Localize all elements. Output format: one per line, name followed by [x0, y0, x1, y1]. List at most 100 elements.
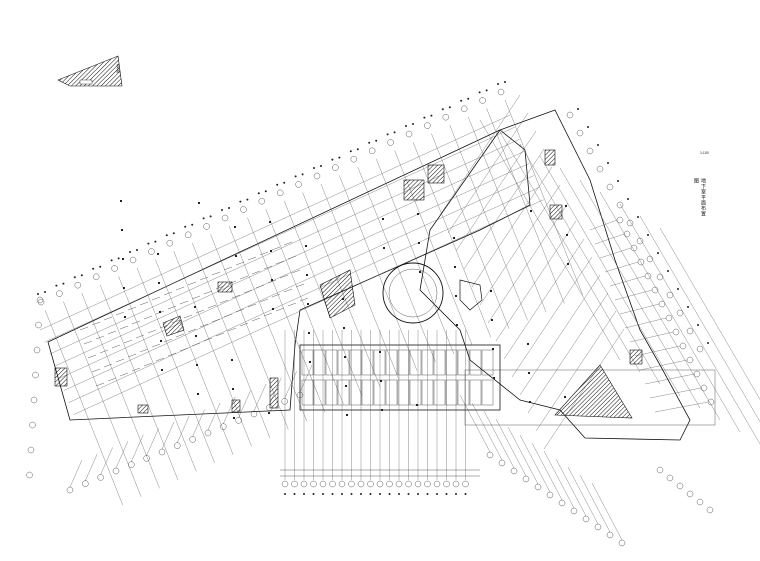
- grid-line: [146, 428, 159, 456]
- grid-line: [85, 453, 98, 481]
- parking-mark: [243, 289, 253, 294]
- parking-mark: [155, 357, 165, 362]
- parking-mark: [223, 313, 233, 318]
- grid-line: [49, 139, 520, 355]
- grid-line: [431, 133, 510, 329]
- grid-line: [118, 276, 197, 472]
- grid-line: [579, 179, 721, 421]
- column: [564, 396, 566, 398]
- grid-tick: [55, 284, 58, 287]
- column: [346, 414, 348, 416]
- grid-tick: [221, 209, 223, 211]
- room: [409, 379, 422, 406]
- room: [469, 379, 482, 406]
- grid-bubble: [296, 391, 304, 399]
- grid-bubble: [442, 113, 449, 121]
- grid-bubble: [676, 482, 684, 490]
- grid-bubble: [566, 111, 574, 119]
- grid-tick: [301, 173, 304, 176]
- grid-bubble: [166, 239, 174, 247]
- grid-line: [495, 418, 527, 477]
- grid-tick: [284, 493, 286, 495]
- grid-tick: [360, 493, 362, 495]
- grid-tick: [191, 223, 194, 226]
- grid-bubble: [586, 147, 594, 155]
- grid-tick: [607, 162, 609, 164]
- grid-line: [639, 359, 688, 371]
- grid-tick: [276, 183, 279, 186]
- parking-mark: [163, 291, 173, 296]
- grid-tick: [587, 126, 589, 128]
- grid-tick: [312, 493, 315, 495]
- grid-line: [555, 458, 587, 517]
- grid-bubble: [35, 321, 42, 329]
- core-hatch: [319, 269, 356, 319]
- key-plan-icon: [57, 55, 123, 87]
- grid-line: [479, 119, 621, 361]
- column: [380, 380, 382, 382]
- grid-tick: [647, 234, 649, 236]
- stair-core: [403, 179, 425, 201]
- room: [337, 379, 350, 406]
- parking-mark: [159, 324, 169, 329]
- parking-mark: [131, 320, 141, 325]
- room: [397, 349, 410, 376]
- grid-bubble: [221, 214, 229, 222]
- grid-bubble: [696, 345, 704, 353]
- grid-bubble: [332, 164, 339, 171]
- grid-bubble: [405, 130, 413, 138]
- parking-mark: [211, 318, 221, 323]
- parking-mark: [127, 353, 137, 358]
- grid-line: [539, 155, 681, 397]
- parking-mark: [123, 339, 133, 344]
- grid-bubble: [666, 291, 674, 299]
- column: [198, 202, 200, 204]
- column: [493, 377, 495, 379]
- grid-bubble: [656, 466, 664, 474]
- parking-mark: [139, 348, 149, 353]
- grid-tick: [246, 198, 249, 201]
- grid-tick: [445, 493, 448, 495]
- room: [349, 349, 362, 376]
- grid-line: [339, 175, 418, 371]
- grid-bubble: [277, 189, 284, 197]
- grid-line: [619, 203, 760, 445]
- grid-tick: [293, 493, 296, 495]
- grid-line: [54, 151, 525, 367]
- parking-mark: [119, 325, 129, 330]
- grid-bubble: [97, 474, 104, 481]
- grid-line: [543, 450, 575, 509]
- plan-details: [54, 149, 643, 419]
- grid-tick: [448, 106, 451, 109]
- grid-bubble: [338, 480, 346, 488]
- grid-line: [439, 94, 521, 216]
- column: [491, 319, 493, 321]
- column: [122, 258, 124, 260]
- column: [418, 242, 420, 244]
- grid-line: [228, 225, 307, 422]
- parking-mark: [115, 358, 125, 363]
- grid-bubble: [546, 491, 554, 499]
- grid-line: [376, 158, 455, 354]
- grid-tick: [398, 493, 400, 495]
- column: [195, 335, 197, 337]
- column: [567, 263, 569, 265]
- column: [345, 385, 347, 387]
- grid-tick: [417, 493, 419, 495]
- grid-line: [649, 387, 702, 399]
- grid-bubble: [36, 296, 44, 304]
- grid-bubble: [433, 480, 441, 488]
- grid-bubble: [424, 122, 431, 129]
- column: [194, 306, 196, 308]
- grid-line: [136, 267, 215, 464]
- grid-bubble: [594, 523, 602, 531]
- parking-mark: [87, 354, 97, 359]
- parking-mark: [191, 295, 201, 300]
- grid-line: [100, 447, 113, 475]
- parking-mark: [151, 296, 161, 301]
- parking-mark: [187, 328, 197, 333]
- grid-bubble: [66, 486, 74, 494]
- parking-mark: [151, 343, 161, 348]
- parking-mark: [187, 281, 197, 286]
- atrium-circle: [382, 262, 444, 324]
